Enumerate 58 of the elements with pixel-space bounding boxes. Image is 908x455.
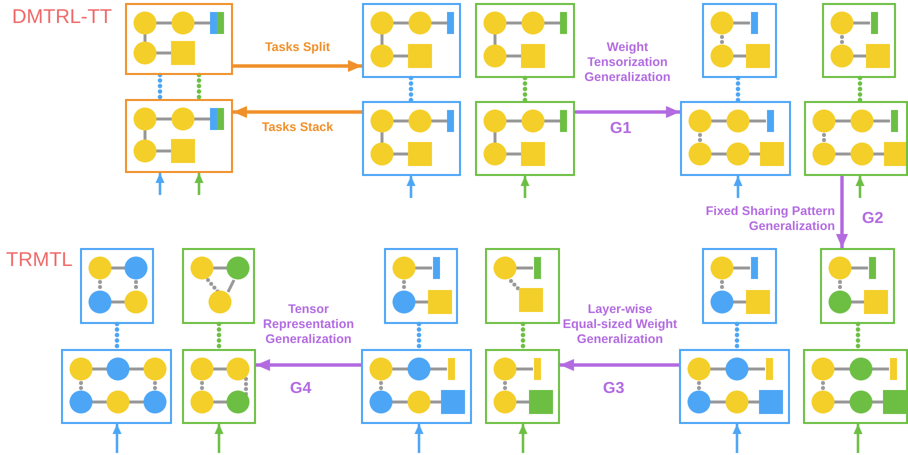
network-panel [680, 101, 791, 176]
input-arrow [194, 173, 204, 195]
network-panel [803, 349, 908, 424]
network-panel [485, 248, 560, 324]
edge-label: Tasks Split [264, 40, 332, 55]
input-arrow [520, 176, 530, 198]
dotted-link [408, 76, 414, 104]
dotted-link [522, 76, 528, 104]
edge-label: Tasks Stack [260, 120, 334, 135]
input-arrow [854, 424, 862, 453]
network-panel [702, 248, 777, 324]
network-panel [125, 99, 233, 173]
arrow [233, 60, 362, 72]
network-panel [485, 349, 560, 424]
network-panel [384, 248, 458, 324]
dotted-link [158, 72, 162, 102]
input-arrow [518, 424, 528, 453]
network-panel [475, 101, 575, 176]
input-arrow [214, 424, 224, 453]
step-label: G2 [862, 210, 884, 228]
network-panel [804, 101, 908, 176]
input-arrow [406, 176, 416, 198]
input-arrow [856, 176, 864, 198]
network-panel [679, 349, 790, 424]
input-arrow [112, 424, 122, 453]
dotted-link [196, 72, 202, 102]
network-panel [702, 3, 777, 78]
network-panel [125, 3, 233, 75]
edge-label: Fixed Sharing Pattern Generalization [704, 204, 835, 234]
input-arrow [414, 424, 424, 453]
input-arrow [156, 173, 164, 195]
step-label: G3 [603, 380, 624, 398]
input-arrow [732, 424, 742, 453]
dotted-link [858, 76, 862, 104]
network-panel [361, 349, 472, 424]
network-panel [822, 3, 896, 78]
dotted-link [736, 76, 740, 104]
network-panel [182, 248, 255, 324]
network-panel [80, 248, 154, 324]
model-name: DMTRL-TT [12, 6, 112, 28]
edge-label: Layer-wise Equal-sized Weight Generalization [562, 302, 678, 347]
network-panel [475, 3, 575, 78]
edge-label: Weight Tensorization Generalization [583, 40, 672, 85]
input-arrow [734, 176, 742, 198]
edge-label: Tensor Representation Generalization [262, 302, 355, 347]
model-name: TRMTL [6, 249, 73, 271]
arrow [233, 106, 362, 118]
arrow [256, 359, 361, 371]
network-panel [182, 349, 256, 424]
arrow [560, 359, 679, 371]
network-panel [61, 349, 172, 424]
step-label: G1 [610, 120, 632, 138]
network-panel [362, 101, 461, 176]
step-label: G4 [290, 380, 312, 398]
arrow [575, 106, 680, 118]
network-panel [362, 3, 461, 78]
network-panel [820, 248, 895, 324]
arrow [836, 176, 848, 248]
